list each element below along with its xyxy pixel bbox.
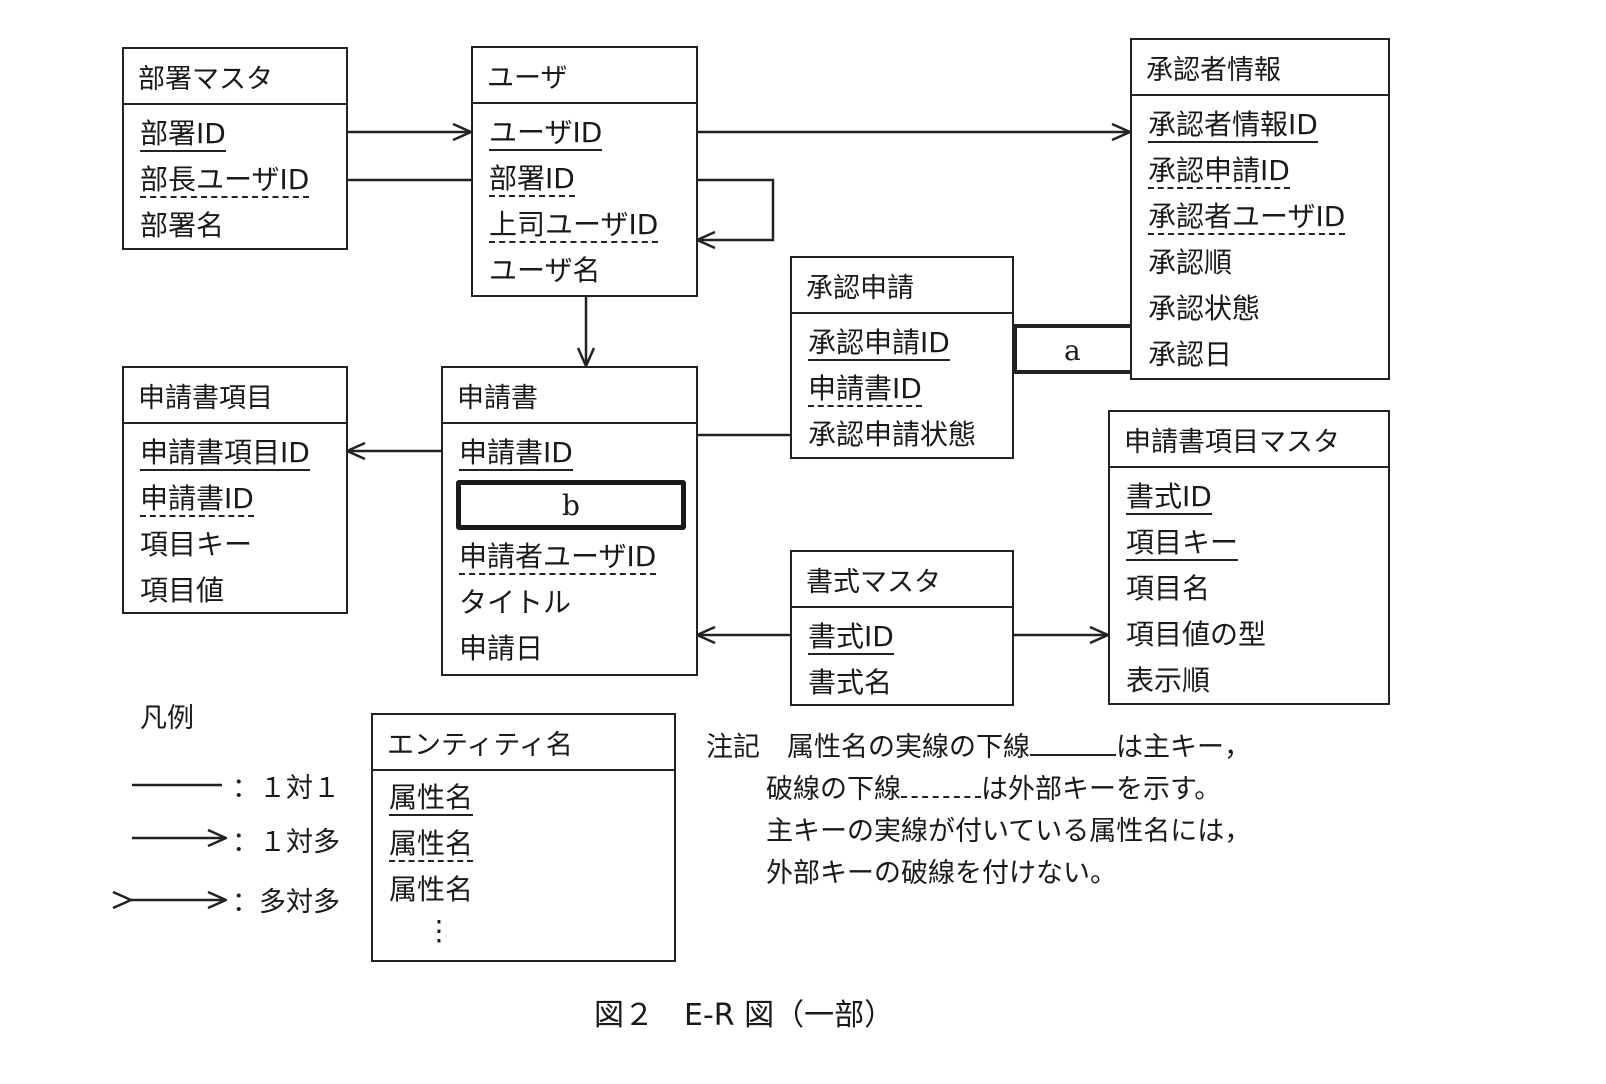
entity-name: 申請書項目マスタ [1110, 412, 1388, 468]
legend-title: 凡例 [140, 703, 194, 734]
entity-name: 部署マスタ [124, 49, 346, 105]
entity-name: 承認申請 [792, 258, 1012, 314]
attr: 申請日 [459, 632, 544, 665]
attr: 承認状態 [1148, 292, 1261, 325]
attr-foreign-key: 申請書ID [808, 372, 922, 407]
attr-foreign-key: 申請者ユーザID [459, 540, 657, 575]
legend-attr-foreign-key: 属性名 [389, 827, 474, 862]
attr-primary-key: 書式ID [808, 620, 894, 655]
attr: 書式名 [808, 666, 893, 699]
legend-entity-name: エンティティ名 [373, 715, 674, 771]
attr-primary-key: 申請書ID [459, 436, 573, 471]
attr-primary-key: 部署ID [140, 117, 226, 152]
attr-primary-key: ユーザID [489, 116, 603, 151]
entity-name: ユーザ [473, 48, 696, 104]
entity-busho-master: 部署マスタ 部署ID 部長ユーザID 部署名 [122, 47, 348, 250]
solid-underline-sample [1030, 732, 1116, 756]
legend-many-to-many-label: ：多対多 [232, 887, 340, 918]
blank-a-label: a [1064, 334, 1081, 367]
attr-primary-key: 項目キー [1126, 526, 1239, 561]
blank-b-box: b [456, 480, 686, 530]
entity-name: 申請書項目 [124, 368, 346, 424]
note-line-2: 破線の下線 は外部キーを示す。 [766, 769, 1221, 811]
note-line-1: 注記 属性名の実線の下線 は主キー， [706, 727, 1251, 769]
note-text: 破線の下線 [766, 774, 901, 805]
attr: 項目値 [140, 574, 225, 607]
legend-one-to-one-label: ：１対１ [232, 773, 340, 804]
attr-foreign-key: 部長ユーザID [140, 163, 310, 198]
attr-foreign-key: 申請書ID [140, 482, 254, 517]
note-line-3: 主キーの実線が付いている属性名には， [766, 816, 1252, 847]
attr: 承認日 [1148, 338, 1233, 371]
attr-foreign-key: 承認申請ID [1148, 154, 1290, 189]
legend-attr-primary-key: 属性名 [389, 781, 474, 816]
attr-foreign-key: 部署ID [489, 162, 575, 197]
entity-shoshiki-master: 書式マスタ 書式ID 書式名 [790, 550, 1014, 706]
entity-user: ユーザ ユーザID 部署ID 上司ユーザID ユーザ名 [471, 46, 698, 297]
attr: 表示順 [1126, 664, 1211, 697]
entity-shinseisho-komoku: 申請書項目 申請書項目ID 申請書ID 項目キー 項目値 [122, 366, 348, 614]
attr-primary-key: 申請書項目ID [140, 436, 310, 471]
legend-attr: 属性名 [389, 873, 474, 906]
note-text: 注記 属性名の実線の下線 [706, 732, 1030, 763]
attr: タイトル [459, 586, 572, 619]
entity-shinseisho: 申請書 申請書ID b 申請者ユーザID タイトル 申請日 [441, 366, 698, 676]
figure-caption: 図２ E-R 図（一部） [594, 998, 895, 1033]
attr-blank-row: b [443, 476, 696, 534]
entity-name: 申請書 [443, 368, 696, 424]
note-line-4: 外部キーの破線を付けない。 [766, 858, 1117, 889]
note-text: は主キー， [1116, 732, 1251, 763]
entity-shinseisho-komoku-master: 申請書項目マスタ 書式ID 項目キー 項目名 項目値の型 表示順 [1108, 410, 1390, 705]
legend-one-to-many-label: ：１対多 [232, 827, 340, 858]
attr-primary-key: 承認申請ID [808, 326, 950, 361]
entity-name: 承認者情報 [1132, 40, 1388, 96]
attr: 項目キー [140, 528, 253, 561]
attr: 承認申請状態 [808, 418, 977, 451]
legend-ellipsis: ⋮ [425, 914, 453, 947]
rel-user-self [697, 178, 775, 240]
attr: 部署名 [140, 209, 225, 242]
legend-entity: エンティティ名 属性名 属性名 属性名 ⋮ [371, 713, 676, 962]
attr: 承認順 [1148, 246, 1233, 279]
dashed-underline-sample [901, 774, 981, 798]
note-text: は外部キーを示す。 [981, 774, 1222, 805]
attr-primary-key: 承認者情報ID [1148, 108, 1318, 143]
attr-primary-key: 書式ID [1126, 480, 1212, 515]
entity-shonin-shinsei: 承認申請 承認申請ID 申請書ID 承認申請状態 [790, 256, 1014, 459]
attr: 項目値の型 [1126, 618, 1267, 651]
entity-shoninsha-joho: 承認者情報 承認者情報ID 承認申請ID 承認者ユーザID 承認順 承認状態 承… [1130, 38, 1390, 380]
attr-foreign-key: 承認者ユーザID [1148, 200, 1346, 235]
entity-name: 書式マスタ [792, 552, 1012, 608]
attr: ユーザ名 [489, 254, 601, 287]
attr-foreign-key: 上司ユーザID [489, 208, 659, 243]
attr: 項目名 [1126, 572, 1211, 605]
